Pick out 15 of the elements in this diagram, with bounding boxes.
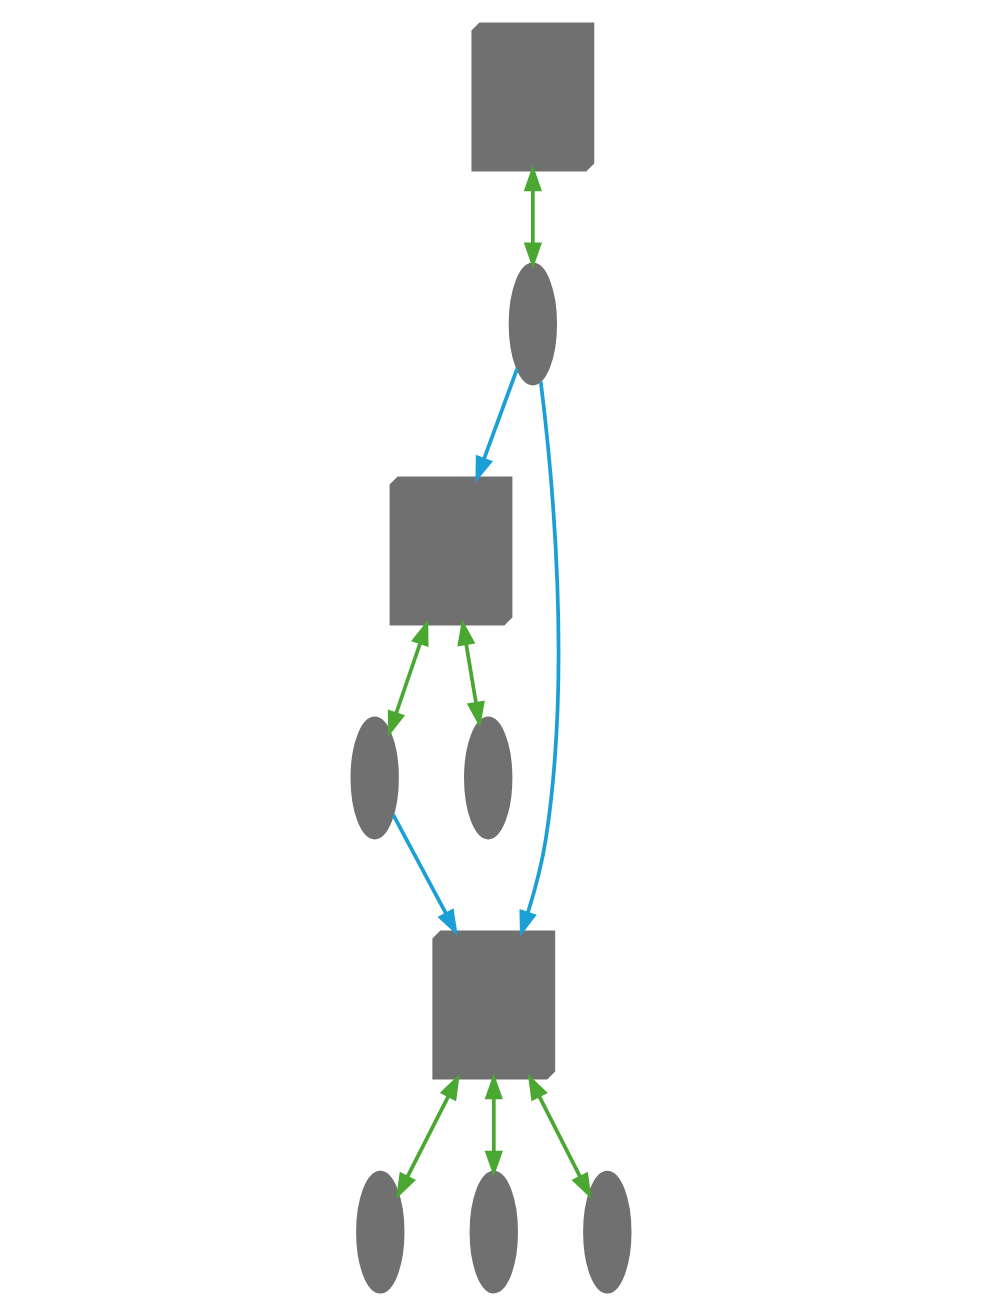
node-person (464, 716, 513, 840)
arrow (475, 368, 519, 483)
node-person (356, 1170, 405, 1294)
arrow (484, 1073, 503, 1177)
node-person (508, 262, 558, 386)
node-person (350, 716, 399, 840)
arrow (391, 813, 458, 936)
arrow (523, 165, 542, 269)
node-person (583, 1170, 632, 1294)
arrow (457, 619, 485, 728)
node-person (469, 1170, 518, 1294)
arrow (387, 619, 429, 738)
arrow (396, 1073, 460, 1200)
arrow (527, 1073, 592, 1200)
arrow (519, 381, 561, 937)
